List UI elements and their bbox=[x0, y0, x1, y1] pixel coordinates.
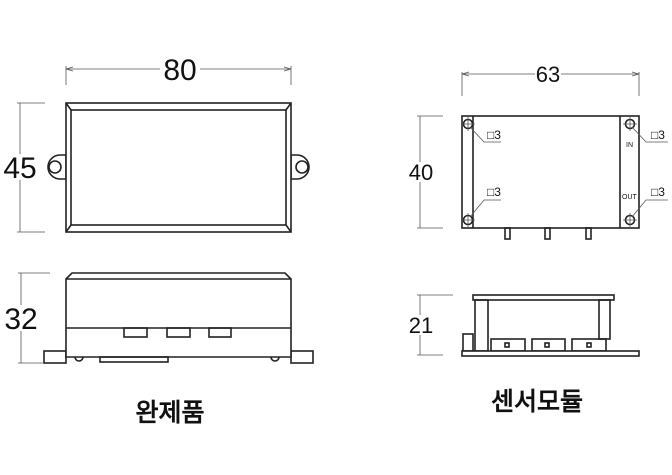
dimension-21: 21 bbox=[409, 294, 453, 356]
dimension-63: 63 bbox=[461, 62, 640, 96]
dimension-80: 80 bbox=[65, 54, 292, 87]
sensor-top-view: □3 □3 □3 □3 IN OUT bbox=[461, 115, 668, 240]
hole-label-top-left: □3 bbox=[487, 128, 501, 142]
product-depth-label: 32 bbox=[4, 303, 37, 336]
sensor-depth-label: 21 bbox=[409, 313, 433, 338]
sensor-side-view bbox=[461, 294, 640, 357]
product-side-view bbox=[43, 272, 314, 364]
ear-right bbox=[290, 154, 310, 180]
product-top-view bbox=[47, 102, 310, 233]
product-height-label: 45 bbox=[3, 152, 36, 185]
mount-holes bbox=[461, 117, 637, 227]
product-title: 완제품 bbox=[135, 398, 204, 427]
sensor-height-label: 40 bbox=[409, 160, 433, 185]
hole-label-bottom-right: □3 bbox=[651, 185, 665, 199]
hole-label-bottom-left: □3 bbox=[487, 185, 501, 199]
dimension-40: 40 bbox=[408, 115, 443, 229]
product-width-label: 80 bbox=[163, 54, 196, 87]
out-label: OUT bbox=[622, 194, 638, 201]
ear-left bbox=[47, 154, 67, 180]
dimension-32: 32 bbox=[3, 272, 50, 364]
sensor-width-label: 63 bbox=[536, 62, 560, 87]
in-label: IN bbox=[626, 142, 633, 149]
sensor-module-title: 센서모듈 bbox=[491, 387, 583, 416]
dimension-45: 45 bbox=[2, 102, 45, 233]
hole-label-top-right: □3 bbox=[651, 128, 665, 142]
